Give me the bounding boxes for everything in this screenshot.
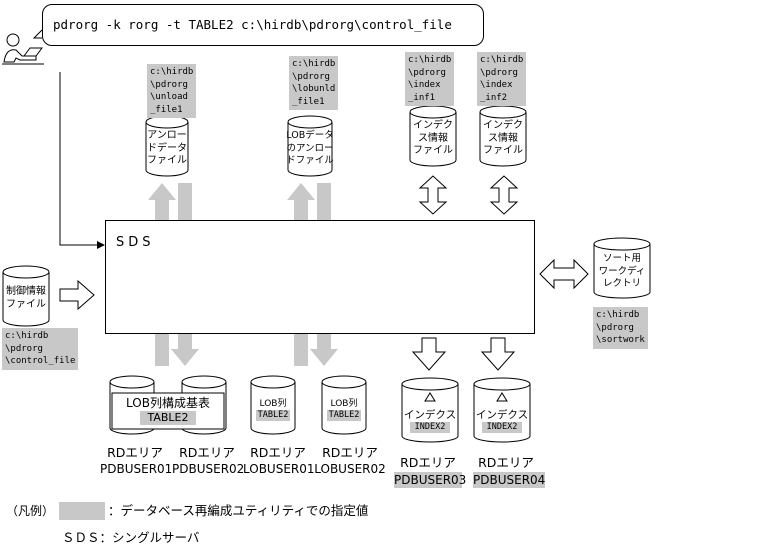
lob-file-label: LOBデータ のアンロー ドファイル (286, 130, 334, 166)
rd-area-label-4: RDエリア (322, 445, 378, 460)
unload-file-label: アンロー ドデータ ファイル (147, 130, 187, 166)
sds-label: SDS (116, 235, 155, 250)
legend-sds-text: ＳＤＳ：シングルサーバ (62, 530, 200, 545)
index-arrows (59, 175, 589, 371)
sort-path: c:\hirdb \pdrorg \sortwork (593, 307, 648, 349)
ctrl-file-label: 制御情報 ファイル (6, 286, 46, 310)
legend-gray-text: ：データベース再編成ユティリティでの指定値 (108, 503, 369, 518)
index2-name: INDEX2 (482, 422, 522, 433)
legend-swatch (59, 502, 105, 520)
base-table-label: LOB列構成基表 (126, 396, 210, 410)
rd-area-label-1: RDエリア (107, 445, 163, 460)
lob-col1-name: TABLE2 (256, 410, 290, 421)
idx1-file-label: インデク ス情報 ファイル (413, 120, 453, 156)
command-text: pdrorg -k rorg -t TABLE2 c:\hirdb\pdrorg… (53, 17, 452, 32)
rd-area-label-3: RDエリア (250, 445, 306, 460)
rd-lobuser02: LOBUSER02 (314, 462, 386, 476)
rd-area-label-2: RDエリア (179, 445, 235, 460)
rd-pdbuser02: PDBUSER02 (172, 462, 245, 476)
index1-label: インデクス (403, 409, 457, 421)
sds-box: SDS (105, 220, 535, 334)
idx2-file-label: インデク ス情報 ファイル (483, 120, 523, 156)
sort-file-label: ソート用 ワークディ レクトリ (598, 253, 646, 289)
command-callout: pdrorg -k rorg -t TABLE2 c:\hirdb\pdrorg… (42, 4, 484, 46)
rd-pdbuser01: PDBUSER01 (100, 462, 173, 476)
rd-pdbuser03: PDBUSER03 (394, 472, 467, 488)
callout-tail (32, 29, 43, 39)
index1-name: INDEX2 (410, 422, 450, 433)
idx2-path: c:\hirdb \pdrorg \index _inf2 (477, 52, 527, 106)
index2-label: インデクス (475, 409, 529, 421)
base-table-name: TABLE2 (140, 411, 196, 425)
index2-triangle (496, 392, 508, 402)
ctrl-path: c:\hirdb \pdrorg \control_file (2, 328, 79, 370)
lob-col2-name: TABLE2 (327, 410, 361, 421)
flow-arrowhead (97, 241, 105, 249)
legend-title: （凡例） (6, 504, 55, 518)
flow-line (59, 72, 100, 246)
lob-col1-label: LOB列 (259, 399, 287, 409)
rd-pdbuser04: PDBUSER04 (473, 472, 546, 488)
unload-path: c:\hirdb \pdrorg \unload _file1 (147, 64, 197, 118)
rd-lobuser01: LOBUSER01 (243, 462, 315, 476)
idx1-path: c:\hirdb \pdrorg \index _inf1 (405, 52, 455, 106)
lob-path: c:\hirdb \pdrorg \lobunld _file1 (289, 56, 339, 110)
lob-col2-label: LOB列 (330, 399, 358, 409)
rd-area-label-5: RDエリア (400, 455, 456, 470)
user-icon (2, 33, 44, 65)
rd-area-label-6: RDエリア (478, 455, 534, 470)
index1-triangle (424, 392, 436, 402)
